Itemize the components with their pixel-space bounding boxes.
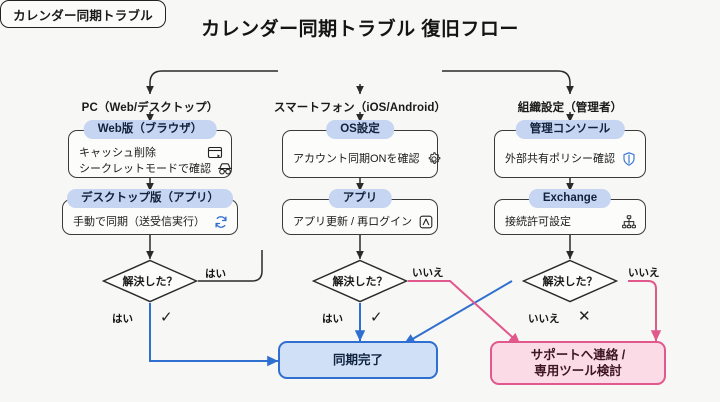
- card-exchange: Exchange 接続許可設定: [494, 189, 646, 235]
- card-admin-console-header: 管理コンソール: [515, 120, 625, 139]
- card-web-browser-line-2: シークレットモードで確認: [79, 161, 232, 177]
- check-mark-smartphone: ✓: [370, 309, 383, 326]
- card-desktop-app: デスクトップ版（アプリ） 手動で同期（送受信実行）: [62, 189, 238, 235]
- cross-mark-org: ✕: [578, 308, 591, 325]
- card-web-browser-header: Web版（ブラウザ）: [83, 120, 217, 139]
- edge-label-org-no-down: いいえ: [528, 313, 560, 325]
- org-hierarchy-icon: [621, 214, 637, 230]
- card-web-browser-line-1: キャッシュ削除: [79, 145, 223, 161]
- page-title: カレンダー同期トラブル 復旧フロー: [201, 19, 519, 40]
- root-node: カレンダー同期トラブル: [0, 0, 166, 28]
- terminal-sync-complete-label: 同期完了: [332, 353, 383, 367]
- card-desktop-app-line-1: 手動で同期（送受信実行）: [73, 214, 229, 230]
- edge-label-pc-yes-down: はい: [112, 313, 133, 325]
- card-desktop-app-header: デスクトップ版（アプリ）: [67, 189, 233, 208]
- edge-label-pc-yes-right: はい: [205, 268, 226, 280]
- card-mobile-app: アプリ アプリ更新 / 再ログイン: [282, 189, 438, 235]
- card-os-settings-line-1: アカウント同期ONを確認: [293, 151, 440, 167]
- card-web-browser: Web版（ブラウザ） キャッシュ削除 シークレットモードで確認: [68, 120, 232, 178]
- app-store-icon: [418, 214, 434, 230]
- card-line-text: アカウント同期ONを確認: [293, 153, 420, 165]
- decision-pc: 解決した？: [101, 259, 199, 303]
- edge-label-smartphone-no-right: いいえ: [412, 267, 444, 279]
- root-node-label: カレンダー同期トラブル: [13, 8, 153, 23]
- card-exchange-header: Exchange: [528, 189, 612, 208]
- terminal-contact-support-line-2: 専用ツール検討: [534, 364, 622, 378]
- terminal-sync-complete: 同期完了: [278, 341, 438, 379]
- decision-smartphone-label: 解決した？: [332, 276, 388, 288]
- column-caption-org: 組織設定（管理者）: [517, 102, 623, 114]
- card-line-text: 接続許可設定: [505, 216, 571, 228]
- terminal-contact-support: サポートへ連絡 / 専用ツール検討: [490, 341, 666, 385]
- card-exchange-line-1: 接続許可設定: [505, 214, 637, 230]
- incognito-icon: [217, 161, 233, 177]
- column-caption-smartphone: スマートフォン（iOS/Android）: [273, 102, 447, 114]
- edge-label-smartphone-yes-down: はい: [322, 313, 343, 325]
- card-admin-console: 管理コンソール 外部共有ポリシー確認: [494, 120, 646, 178]
- card-line-text: シークレットモードで確認: [79, 163, 211, 175]
- column-caption-pc: PC（Web/デスクトップ）: [81, 102, 219, 114]
- card-os-settings-header: OS設定: [326, 120, 394, 139]
- card-admin-console-line-1: 外部共有ポリシー確認: [505, 151, 637, 167]
- card-line-text: 手動で同期（送受信実行）: [73, 216, 205, 228]
- browser-window-icon: [207, 145, 223, 161]
- check-mark-pc: ✓: [160, 309, 173, 326]
- decision-org: 解決した？: [521, 259, 619, 303]
- card-line-text: キャッシュ削除: [79, 147, 156, 159]
- decision-org-label: 解決した？: [542, 276, 598, 288]
- decision-pc-label: 解決した？: [122, 276, 178, 288]
- edge-label-org-no-right: いいえ: [628, 267, 660, 279]
- card-mobile-app-header: アプリ: [328, 189, 392, 208]
- card-line-text: 外部共有ポリシー確認: [505, 153, 615, 165]
- shield-icon: [621, 151, 637, 167]
- card-line-text: アプリ更新 / 再ログイン: [293, 216, 413, 228]
- terminal-contact-support-line-1: サポートへ連絡 /: [530, 348, 626, 362]
- sync-refresh-icon: [213, 214, 229, 230]
- gear-icon: [426, 151, 442, 167]
- card-os-settings: OS設定 アカウント同期ONを確認: [282, 120, 440, 178]
- decision-smartphone: 解決した？: [311, 259, 409, 303]
- card-mobile-app-line-1: アプリ更新 / 再ログイン: [293, 214, 433, 230]
